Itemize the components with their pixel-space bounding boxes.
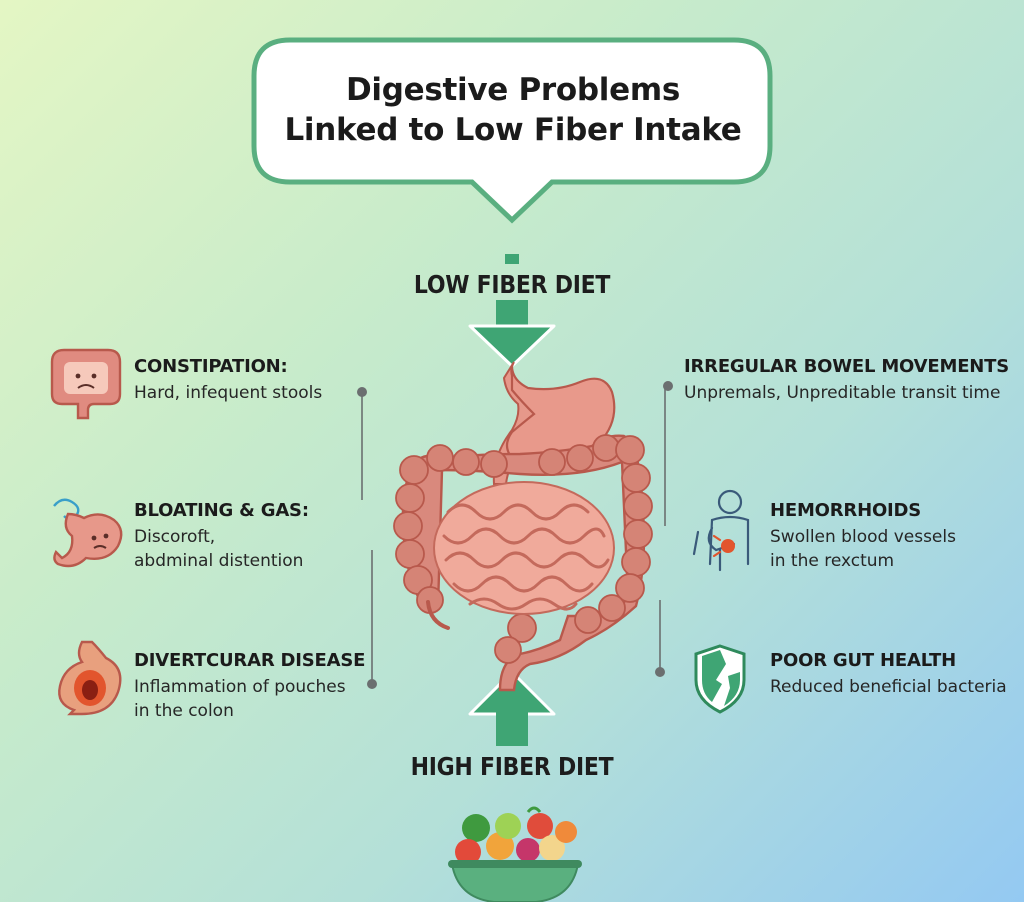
poor-gut-health-heading: POOR GUT HEALTH	[770, 650, 956, 671]
digestive-system-illustration	[393, 361, 653, 692]
poor-gut-health-block: POOR GUT HEALTH Reduced beneficial bacte…	[770, 650, 1007, 699]
constipation-line-1: Hard, infequent stools	[134, 383, 323, 403]
page-title-line-2: Linked to Low Fiber Intake	[284, 112, 742, 148]
irregular-bowel-description: Unpremals, Unpreditable transit time	[684, 381, 1009, 405]
high-fiber-diet-label: HIGH FIBER DIET	[410, 752, 614, 781]
hemorrhoids-line-1: Swollen blood vessels	[770, 527, 956, 547]
irregular-bowel-line-1: Unpremals, Unpreditable transit time	[684, 383, 1001, 403]
arrow-down-icon	[468, 254, 556, 368]
poor-gut-health-description: Reduced beneficial bacteria	[770, 675, 1007, 699]
inflamed-colon-icon	[58, 640, 122, 716]
shield-icon	[694, 644, 746, 714]
title-bubble	[251, 37, 773, 224]
bloating-gas-line-2: abdminal distention	[134, 551, 304, 571]
irregular-bowel-block: IRREGULAR BOWEL MOVEMENTS Unpremals, Unp…	[684, 356, 1009, 405]
bloated-stomach-icon	[53, 498, 123, 568]
diverticular-disease-block: DIVERTCURAR DISEASE Inflammation of pouc…	[134, 650, 365, 723]
constipation-heading: CONSTIPATION:	[134, 356, 288, 377]
hemorrhoids-block: HEMORRHOIDS Swollen blood vessels in the…	[770, 500, 956, 573]
low-fiber-diet-label: LOW FIBER DIET	[413, 270, 611, 299]
constipation-block: CONSTIPATION: Hard, infequent stools	[134, 356, 322, 405]
diverticular-disease-line-1: Inflammation of pouches	[134, 677, 346, 697]
diverticular-disease-heading: DIVERTCURAR DISEASE	[134, 650, 366, 671]
bloating-gas-line-1: Discoroft,	[134, 527, 216, 547]
bloating-gas-block: BLOATING & GAS: Discoroft, abdminal dist…	[134, 500, 309, 573]
arrow-up-icon	[468, 670, 556, 746]
person-pain-icon	[692, 489, 750, 572]
colon-icon	[50, 348, 122, 420]
title-block: Digestive Problems Linked to Low Fiber I…	[256, 38, 770, 182]
connector-lines	[357, 381, 673, 689]
hemorrhoids-heading: HEMORRHOIDS	[770, 500, 922, 521]
irregular-bowel-heading: IRREGULAR BOWEL MOVEMENTS	[684, 356, 1010, 377]
diverticular-disease-line-2: in the colon	[134, 701, 234, 721]
bloating-gas-description: Discoroft, abdminal distention	[134, 525, 309, 573]
hemorrhoids-line-2: in the rexctum	[770, 551, 895, 571]
hemorrhoids-description: Swollen blood vessels in the rexctum	[770, 525, 956, 573]
vegetable-bowl-icon	[448, 806, 582, 902]
diverticular-disease-description: Inflammation of pouches in the colon	[134, 675, 365, 723]
bloating-gas-heading: BLOATING & GAS:	[134, 500, 309, 521]
poor-gut-health-line-1: Reduced beneficial bacteria	[770, 677, 1007, 697]
page-title-line-1: Digestive Problems	[346, 72, 680, 108]
constipation-description: Hard, infequent stools	[134, 381, 322, 405]
